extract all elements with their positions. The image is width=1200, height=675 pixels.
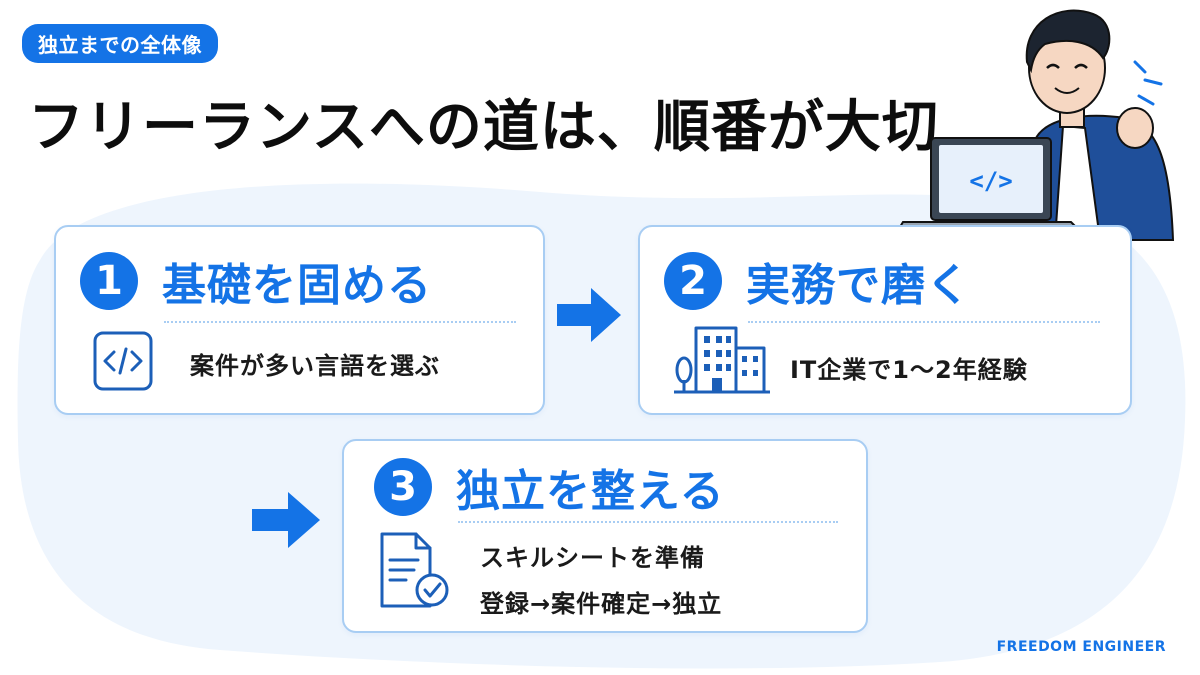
- arrow-right-icon: [557, 288, 621, 342]
- document-check-icon: [380, 532, 449, 608]
- step-number-badge: 1: [80, 252, 138, 310]
- dotted-divider: [458, 521, 838, 523]
- step-description-line-2: 登録→案件確定→独立: [480, 590, 723, 618]
- code-icon: [93, 331, 153, 391]
- step-header-3: 3 独立を整える: [374, 455, 725, 519]
- step-header-2: 2 実務で磨く: [664, 249, 971, 313]
- page-title: フリーランスへの道は、順番が大切: [28, 95, 939, 160]
- step-description: IT企業で1〜2年経験: [790, 356, 1028, 384]
- office-building-icon: [674, 326, 770, 394]
- dotted-divider: [748, 321, 1100, 323]
- step-header-1: 1 基礎を固める: [80, 249, 432, 313]
- sparkle-lines: [1133, 60, 1163, 106]
- step-title: 実務で磨く: [746, 260, 971, 311]
- engineer-illustration: </>: [895, 9, 1175, 241]
- step-title: 基礎を固める: [162, 260, 432, 311]
- dotted-divider: [164, 321, 516, 323]
- arrow-right-icon: [252, 492, 320, 548]
- step-title: 独立を整える: [456, 466, 725, 517]
- section-tag: 独立までの全体像: [22, 24, 218, 63]
- step-card-1: [54, 225, 545, 415]
- brand-logo-text: FREEDOM ENGINEER: [996, 639, 1166, 655]
- step-number-badge: 3: [374, 458, 432, 516]
- step-description: 案件が多い言語を選ぶ: [190, 352, 440, 380]
- step-description-line-1: スキルシートを準備: [480, 544, 705, 572]
- step-number-badge: 2: [664, 252, 722, 310]
- laptop-code-text: </>: [969, 167, 1012, 195]
